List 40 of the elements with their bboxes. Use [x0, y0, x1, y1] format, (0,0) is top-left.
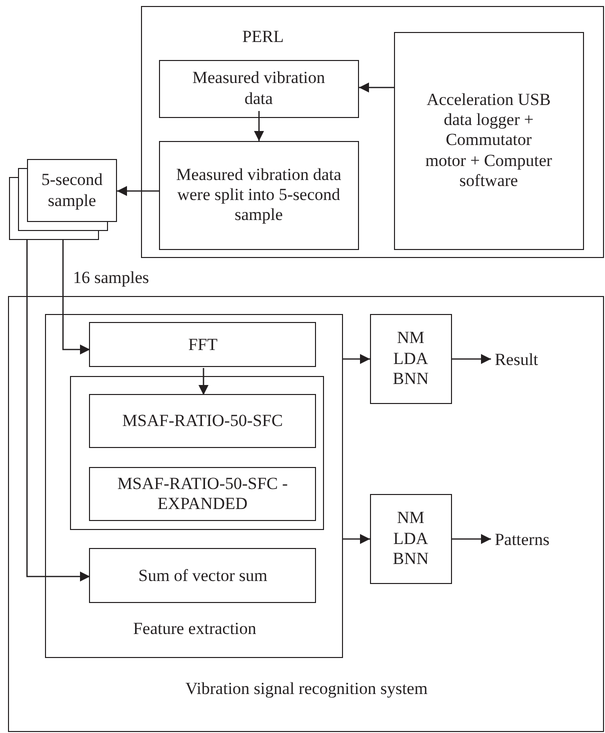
node-label: MSAF-RATIO-50-SFC -EXPANDED: [116, 474, 289, 514]
arrow: [359, 82, 394, 92]
node-label: Sum of vector sum: [138, 566, 268, 586]
arrow: [117, 186, 159, 196]
node-label: FFT: [188, 334, 218, 356]
node-label: Measured vibration data were split into 5-second sample: [175, 164, 342, 226]
system-boundary-box: [141, 6, 604, 258]
node-label: 5-second sample: [40, 170, 104, 211]
arrow: [452, 534, 491, 544]
group-box: [70, 376, 324, 530]
classifier-box: [370, 494, 452, 584]
process-box: [158, 60, 359, 118]
node-label: PERL: [241, 27, 285, 48]
arrow: [452, 354, 491, 364]
arrow: [343, 534, 370, 544]
equipment-box: [394, 32, 584, 250]
annotation-text: 16 samples: [73, 268, 150, 288]
process-box: [89, 467, 316, 522]
process-box: [158, 140, 359, 250]
process-box: [89, 322, 316, 368]
node-label: NM LDA BNN: [392, 508, 430, 570]
node-label: Measured vibration data: [191, 68, 326, 110]
output-label: Result: [494, 350, 538, 370]
system-boundary-box: [8, 296, 604, 732]
arrow: [254, 111, 264, 141]
arrow: [62, 240, 90, 354]
output-label: Patterns: [494, 530, 550, 550]
classifier-box: [370, 314, 452, 404]
arrow: [198, 368, 208, 395]
node-label: Acceleration USB data logger + Commutator motor + Computer software: [424, 90, 553, 192]
arrow: [26, 240, 90, 582]
node-label: NM LDA BNN: [392, 328, 430, 390]
node-label: MSAF-RATIO-50-SFC: [122, 410, 283, 432]
arrow: [343, 354, 370, 364]
node-label: Vibration signal recognition system: [184, 679, 429, 700]
sample-card-stack: [9, 159, 117, 240]
node-label: Feature extraction: [132, 618, 258, 640]
group-box: [44, 314, 343, 658]
process-box: [89, 394, 316, 448]
process-box: [89, 548, 316, 604]
